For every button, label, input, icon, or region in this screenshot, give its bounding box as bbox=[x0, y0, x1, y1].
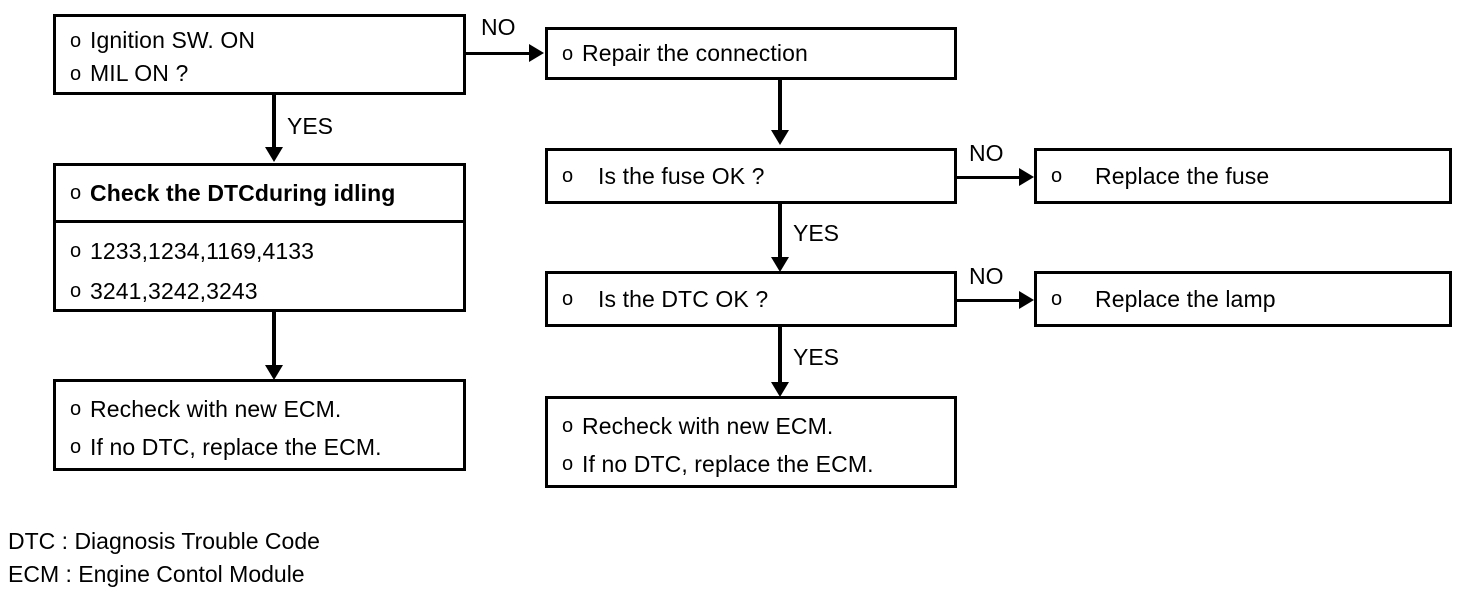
node-text: Repair the connection bbox=[582, 40, 808, 67]
bullet-icon: o bbox=[562, 42, 574, 65]
node-divider bbox=[56, 220, 463, 223]
node-text: Check the DTCduring idling bbox=[90, 179, 396, 206]
bullet-icon: o bbox=[562, 165, 574, 187]
node-text: Is the fuse OK ? bbox=[598, 162, 765, 189]
bullet-icon: o bbox=[70, 436, 82, 458]
edge-label-no-dtc: NO bbox=[969, 263, 1004, 289]
edge-dtc-to-replace-lamp bbox=[957, 299, 1021, 302]
node-text: Recheck with new ECM. bbox=[90, 395, 342, 422]
node-text: MIL ON ? bbox=[90, 60, 189, 87]
node-line: o Recheck with new ECM. bbox=[56, 390, 463, 428]
edge-ignition-to-repair bbox=[466, 52, 531, 55]
bullet-icon: o bbox=[562, 288, 574, 310]
node-line: o Is the DTC OK ? bbox=[548, 274, 954, 324]
node-text: 3241,3242,3243 bbox=[90, 277, 258, 304]
bullet-icon: o bbox=[70, 29, 82, 52]
node-text: If no DTC, replace the ECM. bbox=[582, 450, 874, 477]
legend-line-dtc: DTC : Diagnosis Trouble Code bbox=[8, 528, 320, 554]
node-line: o If no DTC, replace the ECM. bbox=[56, 428, 463, 466]
edge-ignition-to-check-dtc bbox=[272, 95, 276, 148]
node-text: Replace the lamp bbox=[1095, 285, 1276, 312]
bullet-icon: o bbox=[562, 415, 574, 437]
node-text: 1233,1234,1169,4133 bbox=[90, 237, 315, 264]
node-line: o Recheck with new ECM. bbox=[548, 407, 954, 445]
node-line: o Repair the connection bbox=[548, 30, 954, 77]
edge-fuse-to-replace-fuse bbox=[957, 176, 1021, 179]
node-text: Is the DTC OK ? bbox=[598, 285, 769, 312]
edge-label-yes-ignition: YES bbox=[287, 113, 334, 139]
edge-label-yes-dtc: YES bbox=[793, 344, 840, 370]
node-text: If no DTC, replace the ECM. bbox=[90, 433, 382, 460]
edge-arrowhead bbox=[265, 147, 283, 162]
node-check-dtc-during-idling[interactable]: o Check the DTCduring idling o 1233,1234… bbox=[53, 163, 466, 312]
node-replace-the-fuse[interactable]: o Replace the fuse bbox=[1034, 148, 1452, 204]
edge-arrowhead bbox=[529, 44, 544, 62]
edge-check-dtc-to-recheck bbox=[272, 312, 276, 374]
edge-repair-to-fuse bbox=[778, 80, 782, 134]
edge-arrowhead bbox=[1019, 168, 1034, 186]
bullet-icon: o bbox=[1051, 288, 1063, 310]
node-line: o Replace the lamp bbox=[1037, 274, 1449, 324]
edge-label-yes-fuse: YES bbox=[793, 220, 840, 246]
edge-fuse-to-dtc bbox=[778, 204, 782, 262]
edge-arrowhead bbox=[771, 257, 789, 272]
edge-label-no-ignition: NO bbox=[481, 14, 516, 40]
bullet-icon: o bbox=[70, 398, 82, 420]
bullet-icon: o bbox=[70, 240, 82, 262]
edge-arrowhead bbox=[265, 365, 283, 380]
edge-dtc-to-recheck bbox=[778, 327, 782, 390]
node-recheck-with-new-ecm-left[interactable]: o Recheck with new ECM. o If no DTC, rep… bbox=[53, 379, 466, 471]
node-replace-the-lamp[interactable]: o Replace the lamp bbox=[1034, 271, 1452, 327]
edge-arrowhead bbox=[1019, 291, 1034, 309]
node-is-the-dtc-ok[interactable]: o Is the DTC OK ? bbox=[545, 271, 957, 327]
bullet-icon: o bbox=[562, 453, 574, 475]
bullet-icon: o bbox=[70, 62, 82, 85]
node-header-line: o Check the DTCduring idling bbox=[56, 166, 463, 220]
edge-label-no-fuse: NO bbox=[969, 140, 1004, 166]
node-recheck-with-new-ecm-right[interactable]: o Recheck with new ECM. o If no DTC, rep… bbox=[545, 396, 957, 488]
node-text: Replace the fuse bbox=[1095, 162, 1270, 189]
bullet-icon: o bbox=[1051, 165, 1063, 187]
node-line: o If no DTC, replace the ECM. bbox=[548, 445, 954, 483]
node-repair-the-connection[interactable]: o Repair the connection bbox=[545, 27, 957, 80]
node-is-the-fuse-ok[interactable]: o Is the fuse OK ? bbox=[545, 148, 957, 204]
node-text: Ignition SW. ON bbox=[90, 27, 256, 54]
legend-line-ecm: ECM : Engine Contol Module bbox=[8, 561, 305, 587]
node-line: o MIL ON ? bbox=[56, 57, 463, 90]
node-ignition-mil-check[interactable]: o Ignition SW. ON o MIL ON ? bbox=[53, 14, 466, 95]
edge-arrowhead bbox=[771, 382, 789, 397]
node-line: o 3241,3242,3243 bbox=[56, 271, 463, 311]
bullet-icon: o bbox=[70, 280, 82, 302]
node-line: o Is the fuse OK ? bbox=[548, 151, 954, 201]
node-line: o 1233,1234,1169,4133 bbox=[56, 231, 463, 271]
node-line: o Replace the fuse bbox=[1037, 151, 1449, 201]
node-line: o Ignition SW. ON bbox=[56, 24, 463, 57]
edge-arrowhead bbox=[771, 130, 789, 145]
node-text: Recheck with new ECM. bbox=[582, 412, 834, 439]
bullet-icon: o bbox=[70, 182, 82, 204]
